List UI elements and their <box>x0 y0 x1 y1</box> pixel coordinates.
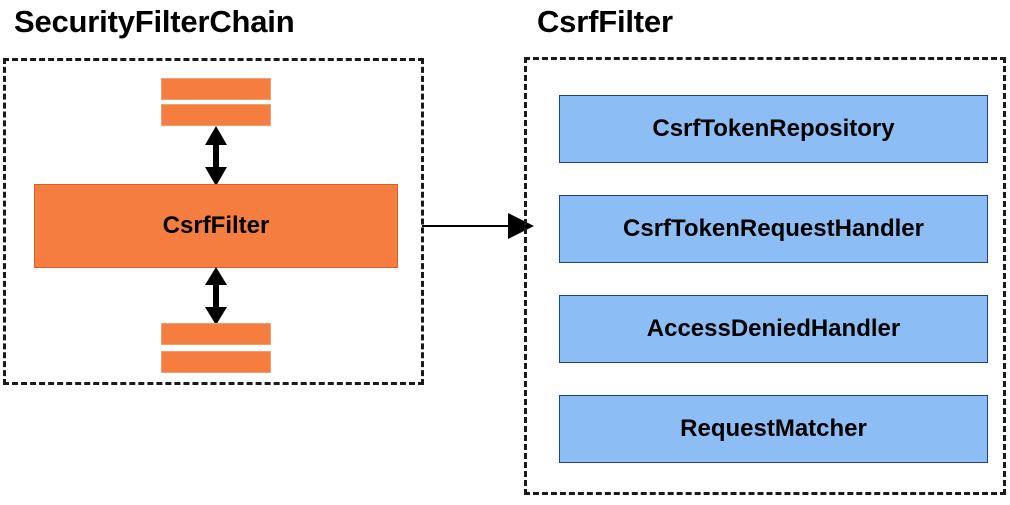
node-request-matcher[interactable]: RequestMatcher <box>542 395 988 480</box>
node-csrf-filter-main[interactable]: CsrfFilter <box>17 184 398 285</box>
page-title-csrf-filter: CsrfFilter <box>537 4 673 39</box>
bottom-double-arrow-icon <box>205 267 227 325</box>
filter-bar-top-1 <box>161 78 271 100</box>
top-double-arrow-icon <box>205 126 227 186</box>
node-label: AccessDeniedHandler <box>646 315 901 342</box>
filter-bar-bottom-2 <box>161 351 271 373</box>
filter-bar-bottom-1 <box>161 323 271 345</box>
node-access-denied-handler[interactable]: AccessDeniedHandler <box>542 295 988 380</box>
left-to-right-arrow-icon <box>422 213 534 239</box>
node-label: CsrfTokenRequestHandler <box>623 215 924 242</box>
security-filter-chain-group <box>3 58 424 385</box>
page-title-security-filter-chain: SecurityFilterChain <box>14 4 295 39</box>
node-csrf-token-repository[interactable]: CsrfTokenRepository <box>542 95 988 180</box>
node-label: CsrfTokenRepository <box>652 115 895 142</box>
csrf-filter-detail-group <box>524 57 1006 495</box>
node-label: RequestMatcher <box>680 415 867 442</box>
node-label: CsrfFilter <box>162 212 270 239</box>
filter-bar-top-2 <box>161 104 271 126</box>
node-csrf-token-request-handler[interactable]: CsrfTokenRequestHandler <box>542 195 988 280</box>
